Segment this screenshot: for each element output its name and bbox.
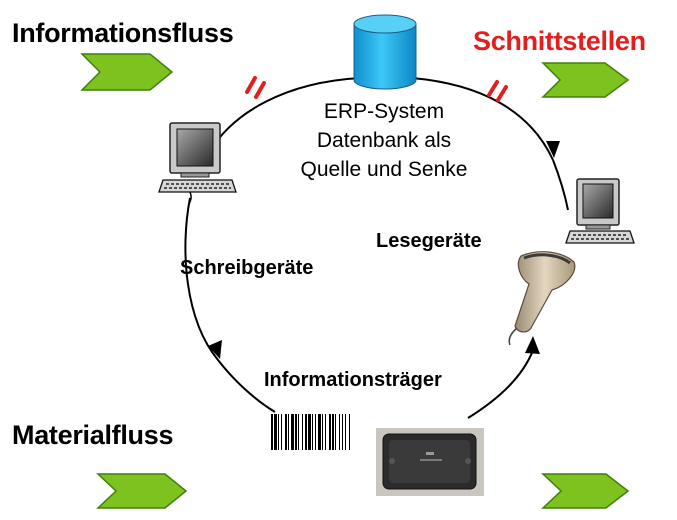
read-devices-label: Lesegeräte xyxy=(376,230,482,252)
chevron-arrow-icon xyxy=(541,62,630,98)
barcode-scanner-icon xyxy=(503,247,578,346)
erp-system-label: ERP-System Datenbank als Quelle und Senk… xyxy=(274,97,494,184)
cycle-arc-right xyxy=(467,344,536,419)
cycle-arc-upper-right xyxy=(411,77,554,161)
cycle-arc-left xyxy=(184,197,276,413)
barcode-icon xyxy=(271,414,350,450)
cycle-arc-right-upper xyxy=(552,159,569,211)
chevron-arrow-icon xyxy=(80,53,174,91)
arrowhead-left-bottom xyxy=(208,340,222,359)
interface-mark-left xyxy=(245,76,266,99)
chevron-arrow-icon xyxy=(96,473,188,509)
interfaces-label: Schnittstellen xyxy=(473,26,646,56)
desktop-computer-icon xyxy=(565,178,635,244)
desktop-computer-icon xyxy=(158,122,237,205)
chevron-arrow-icon xyxy=(541,473,630,509)
arrowhead-right-bottom xyxy=(525,336,540,354)
material-flow-label: Materialfluss xyxy=(12,420,174,450)
erp-line-1: ERP-System xyxy=(323,100,445,123)
erp-line-3: Quelle und Senke xyxy=(300,158,468,181)
arrowhead-right-top xyxy=(546,141,560,158)
information-flow-label: Informationsfluss xyxy=(12,18,234,48)
rfid-tag-icon xyxy=(376,428,484,496)
erp-line-2: Datenbank als xyxy=(316,129,452,152)
write-devices-label: Schreibgeräte xyxy=(180,257,314,279)
information-carrier-label: Informationsträger xyxy=(264,369,442,391)
database-cylinder-icon xyxy=(353,14,417,90)
interface-mark-right xyxy=(487,80,508,102)
